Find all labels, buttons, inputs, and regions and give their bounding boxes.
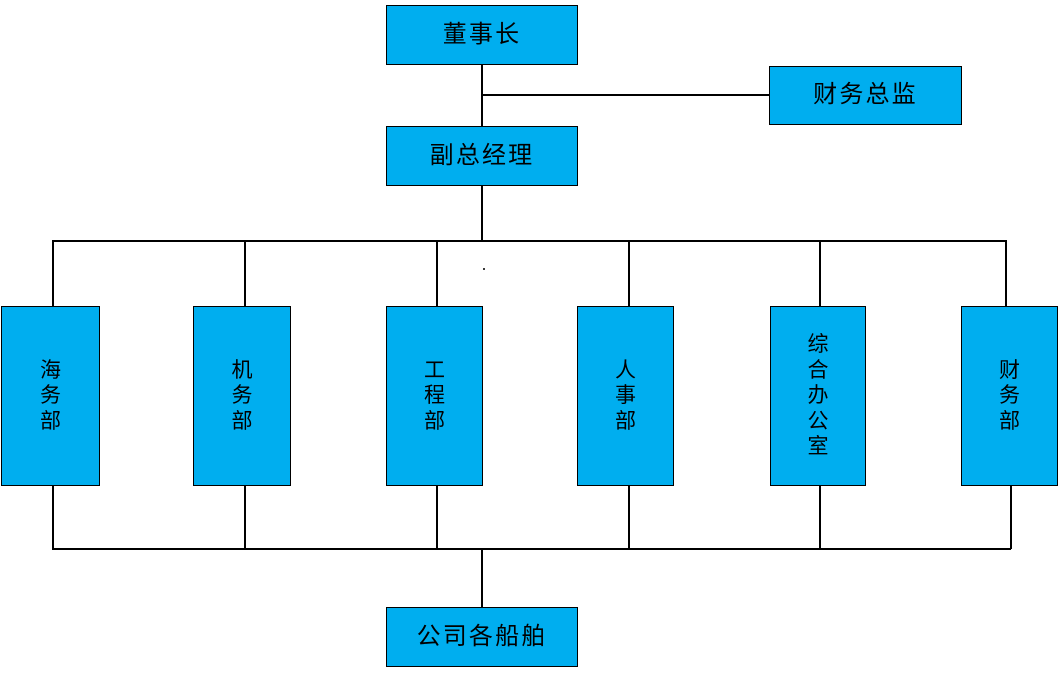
connector-finance-dept-to-lower-bus (1010, 486, 1012, 549)
connector-general-office-to-lower-bus (819, 486, 821, 549)
node-chairman[interactable]: 董事长 (386, 5, 578, 65)
connector-bus-to-finance-dept (1005, 240, 1007, 307)
connector-marine-dept-to-lower-bus (52, 486, 54, 549)
connector-department-bus (52, 240, 1006, 242)
node-hr-department[interactable]: 人 事 部 (577, 306, 674, 486)
node-technical-department[interactable]: 机 务 部 (193, 306, 291, 486)
connector-bus-to-marine-dept (52, 240, 54, 307)
node-company-vessels[interactable]: 公司各船舶 (386, 607, 578, 667)
connector-engineering-dept-to-lower-bus (436, 486, 438, 549)
connector-vessel-bus (52, 548, 1011, 550)
node-deputy-general-manager[interactable]: 副总经理 (386, 126, 578, 186)
node-general-office-label: 综 合 办 公 室 (807, 331, 829, 459)
node-finance-department-label: 财 务 部 (999, 357, 1020, 433)
node-finance-director[interactable]: 财务总监 (769, 66, 962, 125)
connector-hr-dept-to-lower-bus (628, 486, 630, 549)
connector-chairman-to-finance-director (481, 94, 770, 96)
node-hr-department-label: 人 事 部 (615, 357, 636, 433)
node-general-office[interactable]: 综 合 办 公 室 (770, 306, 866, 486)
node-engineering-department[interactable]: 工 程 部 (386, 306, 483, 486)
connector-bus-to-technical-dept (244, 240, 246, 307)
node-finance-director-label: 财务总监 (813, 82, 918, 109)
node-chairman-label: 董事长 (442, 21, 522, 48)
node-engineering-department-label: 工 程 部 (424, 357, 445, 433)
node-finance-department[interactable]: 财 务 部 (961, 306, 1058, 486)
node-deputy-general-manager-label: 副总经理 (429, 142, 535, 169)
connector-vessel-bus-to-company-vessels (481, 548, 483, 608)
connector-bus-to-hr-dept (628, 240, 630, 307)
node-technical-department-label: 机 务 部 (231, 357, 253, 433)
node-company-vessels-label: 公司各船舶 (416, 623, 548, 650)
connector-technical-dept-to-lower-bus (244, 486, 246, 549)
connector-deputy-to-bus-stem (481, 186, 483, 241)
connector-bus-to-engineering-dept (436, 240, 438, 307)
node-marine-department[interactable]: 海 务 部 (1, 306, 100, 486)
node-marine-department-label: 海 务 部 (40, 357, 61, 433)
stray-speck (483, 268, 485, 270)
connector-bus-to-general-office (819, 240, 821, 307)
